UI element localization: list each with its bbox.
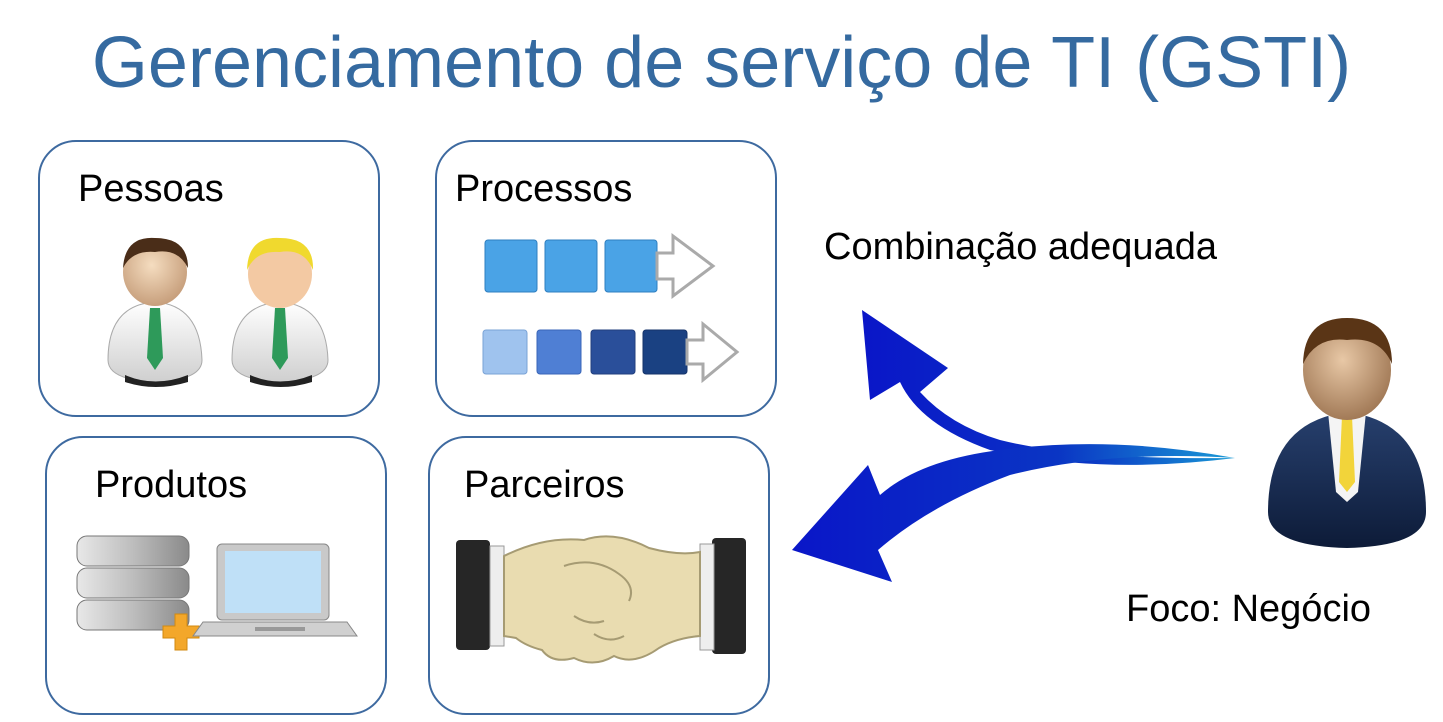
server-laptop-icon: [75, 530, 365, 660]
curved-arrows-icon: [780, 300, 1250, 590]
page-title: Gerenciamento de serviço de TI (GSTI): [91, 23, 1352, 103]
box-label-parceiros: Parceiros: [464, 464, 625, 506]
box-label-produtos: Produtos: [95, 464, 248, 506]
process-flow-icon: [477, 228, 747, 388]
box-label-pessoas: Pessoas: [78, 168, 224, 210]
people-icon: [100, 230, 350, 390]
focus-label: Foco: Negócio: [1126, 588, 1372, 630]
box-label-processos: Processos: [455, 168, 633, 210]
box-parceiros: Parceiros: [428, 436, 770, 715]
box-pessoas: Pessoas: [38, 140, 380, 417]
box-produtos: Produtos: [45, 436, 387, 715]
business-person-icon: [1262, 312, 1432, 552]
handshake-icon: [454, 526, 754, 676]
combination-label: Combinação adequada: [824, 226, 1217, 268]
box-processos: Processos: [435, 140, 777, 417]
